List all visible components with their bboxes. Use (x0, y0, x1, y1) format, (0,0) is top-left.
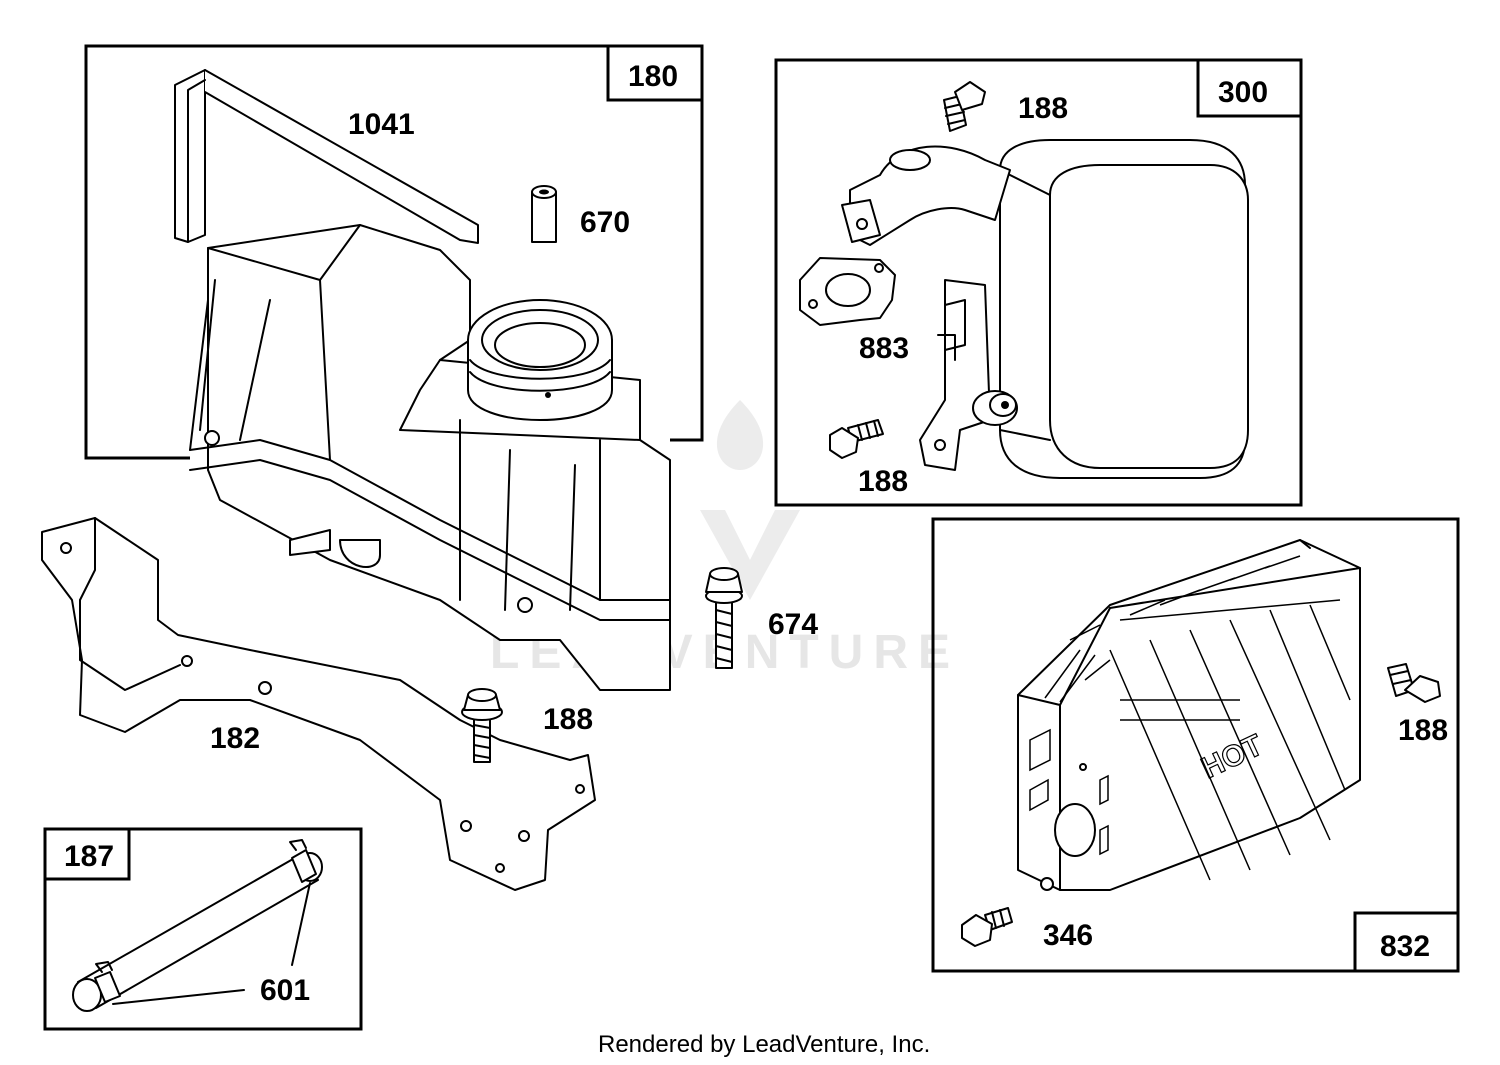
group-187: 187 601 (43, 827, 363, 1031)
part-label-188-right: 188 (1398, 714, 1448, 747)
part-label-346: 346 (1043, 919, 1093, 952)
part-label-188-bottom: 188 (858, 465, 908, 498)
part-182-bracket-drawing: 182 (41, 517, 596, 891)
part-label-1041: 1041 (348, 108, 415, 141)
part-1041-bracket-drawing (174, 69, 479, 244)
group-187-label: 187 (64, 840, 114, 873)
part-883-gasket-drawing: 883 (799, 257, 909, 365)
fuel-line-drawing (72, 839, 323, 1012)
muffler-drawing (841, 139, 1249, 479)
part-674-bolt-drawing: 674 (705, 567, 818, 669)
part-346-bolt-drawing: 346 (961, 907, 1093, 952)
part-670-spacer-drawing (531, 185, 557, 243)
part-188-bolt-bottom-drawing: 188 (829, 419, 908, 498)
footer-credit: Rendered by LeadVenture, Inc. (598, 1031, 930, 1058)
group-180-label: 180 (628, 60, 678, 93)
part-label-674: 674 (768, 608, 818, 641)
part-188-bolt-right-drawing: 188 (1387, 663, 1448, 747)
part-188-bolt-center-drawing: 188 (461, 688, 593, 763)
part-label-188-top: 188 (1018, 92, 1068, 125)
group-832: 832 HOT 188 (931, 517, 1460, 973)
part-label-883: 883 (859, 332, 909, 365)
group-300: 300 883 (774, 58, 1303, 507)
fuel-tank-drawing (189, 224, 671, 691)
part-label-601: 601 (260, 974, 310, 1007)
group-180: 180 (84, 44, 704, 691)
group-300-label: 300 (1218, 76, 1268, 109)
part-label-182: 182 (210, 722, 260, 755)
part-label-670: 670 (580, 206, 630, 239)
part-188-bolt-top-drawing: 188 (943, 81, 1068, 132)
heat-shield-drawing: HOT (1017, 539, 1361, 891)
group-832-label: 832 (1380, 930, 1430, 963)
part-label-188-center: 188 (543, 703, 593, 736)
